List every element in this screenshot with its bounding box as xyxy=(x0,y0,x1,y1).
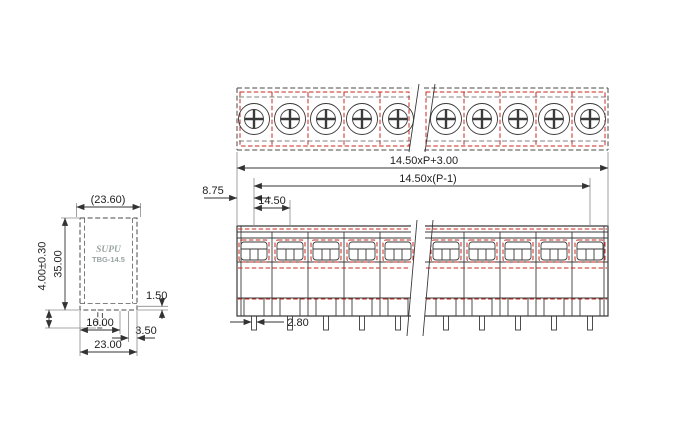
screw-head xyxy=(309,102,343,136)
top-view-outline xyxy=(236,87,609,151)
top-view-phantom-outline xyxy=(239,91,606,147)
dim-end-margin-label: 8.75 xyxy=(202,185,223,197)
dim-pin-length-label: 4.00±0.30 xyxy=(37,242,49,291)
screw-head xyxy=(537,102,571,136)
dim-overall-length-label: 14.50xP+3.00 xyxy=(390,155,458,167)
cell-dividers xyxy=(271,232,573,316)
break-lines-front xyxy=(406,219,434,337)
screw-head xyxy=(237,102,271,136)
dim-body-height-label: 35.00 xyxy=(53,250,65,278)
brand-logo-text: SUPU xyxy=(96,245,122,255)
dim-pin-width-label: 2.80 xyxy=(287,317,308,329)
dim-flange-thickness-label: 1.50 xyxy=(146,290,167,302)
screw-head xyxy=(273,102,307,136)
dimensions-front: 14.50xP+3.00 14.50x(P-1) 8.75 14.50 2.80 xyxy=(202,152,609,329)
break-lines-top xyxy=(408,83,436,153)
screw-head xyxy=(345,102,379,136)
side-view: SUPU TBG-14.5 xyxy=(79,217,138,329)
front-view xyxy=(236,219,609,337)
screw-head xyxy=(429,102,463,136)
dim-pitch-label: 14.50 xyxy=(258,195,286,207)
model-number-text: TBG-14.5 xyxy=(92,255,125,264)
screw-head xyxy=(573,102,607,136)
dim-pin-offset-label: 3.50 xyxy=(135,325,156,337)
dimensions-side: (23.60) 35.00 4.00±0.30 16.00 3.50 23.00… xyxy=(37,194,168,356)
top-view xyxy=(236,83,609,153)
screw-terminals-top xyxy=(237,102,607,136)
dim-pin-span-label: 14.50x(P-1) xyxy=(399,173,456,185)
screw-head xyxy=(465,102,499,136)
dim-body-width-label: 23.00 xyxy=(94,339,122,351)
dim-slot-width-label: 16.00 xyxy=(86,317,114,329)
screw-head xyxy=(501,102,535,136)
dim-ref-width-label: (23.60) xyxy=(91,194,126,206)
